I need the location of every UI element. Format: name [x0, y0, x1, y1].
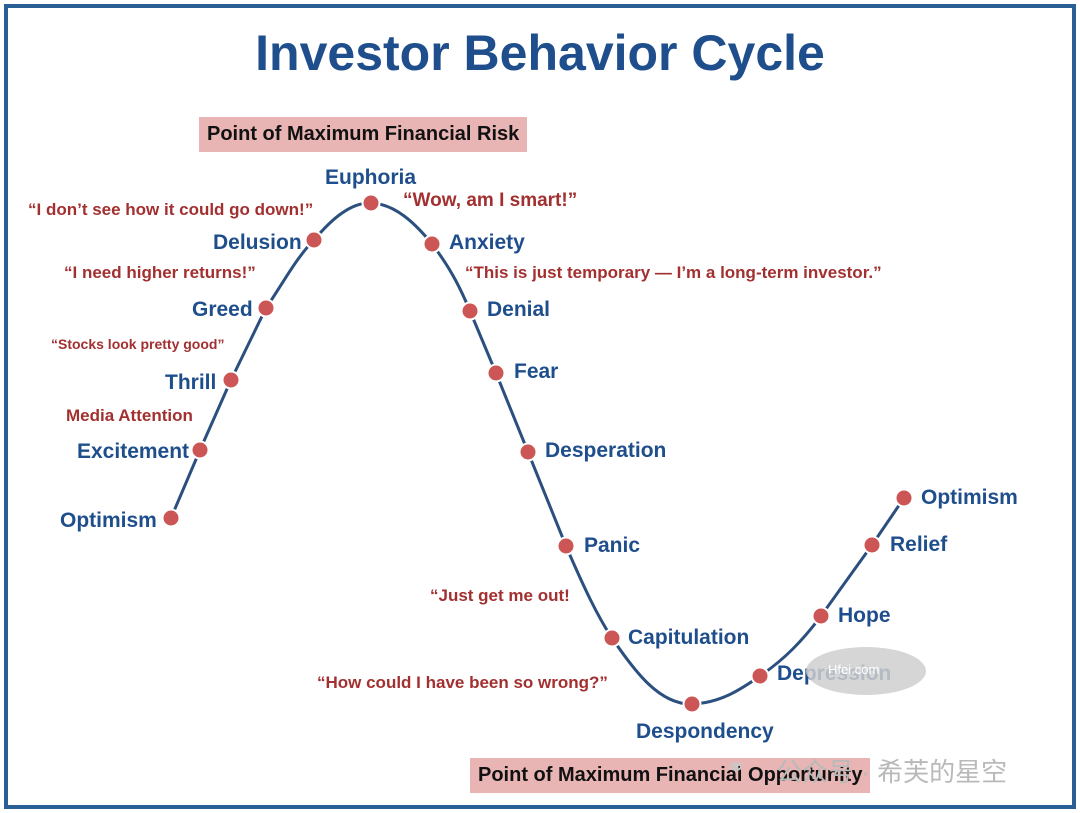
- stage-marker-fear: [486, 363, 506, 383]
- stage-label-delusion: Delusion: [213, 231, 302, 254]
- quote-dont-see-down: “I don’t see how it could go down!”: [28, 200, 314, 219]
- max-risk-callout: Point of Maximum Financial Risk: [199, 117, 528, 152]
- stage-marker-relief: [862, 535, 882, 555]
- stage-label-desperation: Desperation: [545, 439, 667, 462]
- quote-need-higher-returns: “I need higher returns!”: [64, 263, 256, 282]
- stage-marker-euphoria: [361, 193, 381, 213]
- stage-marker-optimism-start: [161, 508, 181, 528]
- stage-label-greed: Greed: [192, 298, 253, 321]
- stage-label-anxiety: Anxiety: [449, 231, 525, 254]
- watermark-text: 公众号 · 希芙的星空: [776, 757, 1008, 787]
- stage-marker-hope: [811, 606, 831, 626]
- stage-marker-thrill: [221, 370, 241, 390]
- page-title: Investor Behavior Cycle: [255, 25, 825, 81]
- stage-marker-anxiety: [422, 234, 442, 254]
- diagram-frame: [4, 4, 1076, 809]
- stage-label-capitulation: Capitulation: [628, 626, 750, 649]
- stage-marker-desperation: [518, 442, 538, 462]
- stage-label-euphoria: Euphoria: [325, 166, 417, 189]
- stage-label-optimism-end: Optimism: [921, 486, 1018, 509]
- stage-label-denial: Denial: [487, 298, 551, 321]
- watermark-oval-text: Hfei.com: [828, 662, 880, 677]
- quote-get-me-out: “Just get me out!: [430, 586, 570, 605]
- stage-label-panic: Panic: [584, 534, 641, 557]
- watermark-oval: [806, 647, 926, 695]
- max-opportunity-callout: Point of Maximum Financial Opportunity: [470, 758, 871, 793]
- quote-media-attention: Media Attention: [66, 406, 193, 425]
- wechat-icon: ⚭: [726, 754, 747, 781]
- quote-stocks-look-good: “Stocks look pretty good”: [51, 336, 225, 352]
- stage-label-hope: Hope: [838, 604, 891, 627]
- stage-label-excitement: Excitement: [77, 440, 190, 463]
- stage-marker-delusion: [304, 230, 324, 250]
- stage-marker-depression: [750, 666, 770, 686]
- stage-marker-despondency: [682, 694, 702, 714]
- stage-marker-excitement: [190, 440, 210, 460]
- stage-label-relief: Relief: [890, 533, 948, 556]
- quote-temporary: “This is just temporary — I’m a long-ter…: [465, 263, 882, 282]
- stage-label-despondency: Despondency: [636, 720, 774, 743]
- stage-label-thrill: Thrill: [165, 371, 217, 394]
- stage-marker-optimism-end: [894, 488, 914, 508]
- quote-wow-smart: “Wow, am I smart!”: [403, 190, 578, 211]
- stage-marker-panic: [556, 536, 576, 556]
- stage-label-fear: Fear: [514, 360, 559, 383]
- stage-marker-denial: [460, 301, 480, 321]
- stage-label-optimism-start: Optimism: [60, 509, 157, 532]
- quote-so-wrong: “How could I have been so wrong?”: [317, 673, 608, 692]
- stage-markers: [161, 193, 914, 714]
- stage-marker-greed: [256, 298, 276, 318]
- stage-marker-capitulation: [602, 628, 622, 648]
